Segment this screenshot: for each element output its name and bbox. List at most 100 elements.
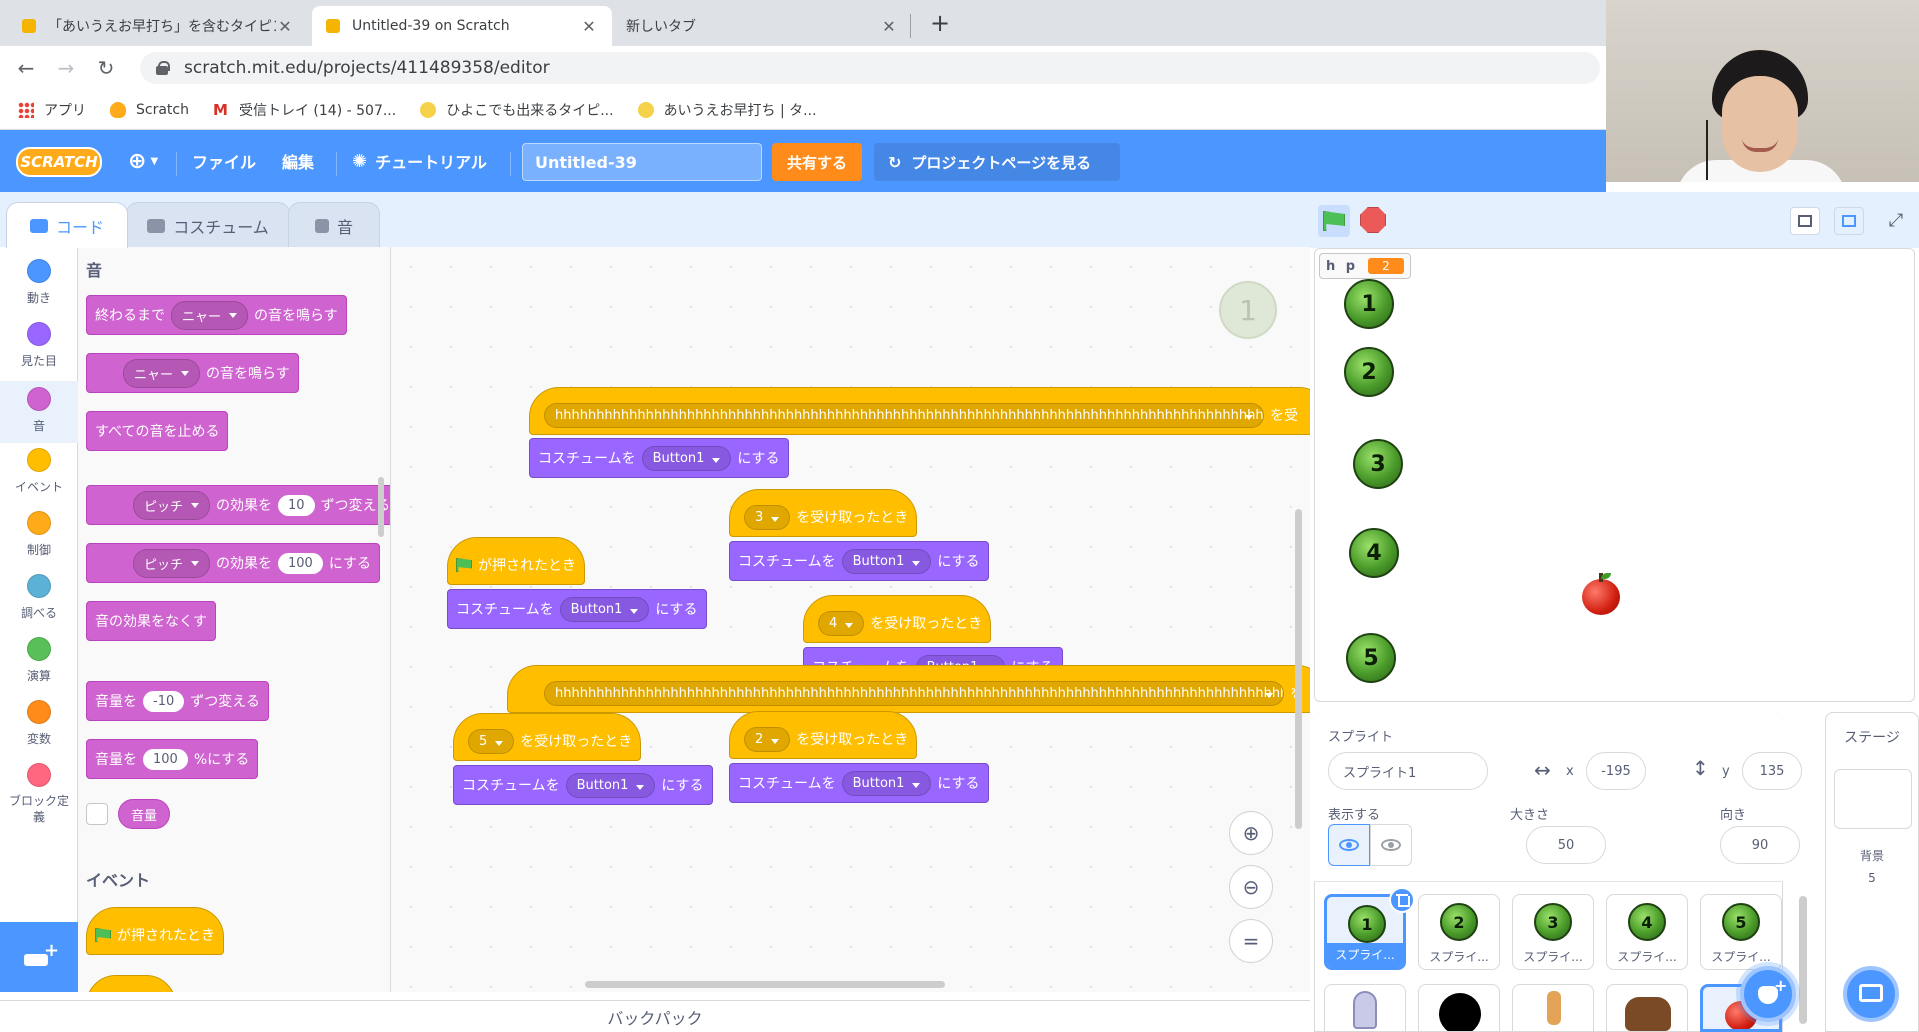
stage-canvas[interactable]: h p 2 1 2 3 4 5 xyxy=(1314,248,1915,702)
add-extension-button[interactable] xyxy=(0,922,78,992)
sprite-thumb-4[interactable]: 4 スプライ... xyxy=(1606,894,1688,970)
block-when-flag-clicked[interactable]: が押されたとき xyxy=(86,907,224,955)
url-field[interactable]: scratch.mit.edu/projects/411489358/edito… xyxy=(140,52,1600,84)
block-set-volume[interactable]: 音量を 100 %にする xyxy=(86,739,259,779)
script-when-receive-long-1[interactable]: hhhhhhhhhhhhhhhhhhhhhhhhhhhhhhhhhhhhhhhh… xyxy=(529,387,1310,435)
bookmark-gmail[interactable]: M 受信トレイ (14) - 507... xyxy=(213,100,396,120)
backdrop-thumbnail[interactable] xyxy=(1834,769,1912,829)
see-project-page-button[interactable]: ↻ プロジェクトページを見る xyxy=(874,143,1120,181)
category-my-blocks[interactable]: ブロック定義 xyxy=(0,759,78,839)
sprite-thumb-3[interactable]: 3 スプライ... xyxy=(1512,894,1594,970)
script-switch-costume-1[interactable]: コスチュームを Button1 にする xyxy=(529,438,789,478)
costume-dropdown[interactable]: Button1 xyxy=(641,445,732,471)
costume-dropdown[interactable]: Button1 xyxy=(841,770,932,796)
number-input[interactable]: 100 xyxy=(278,552,323,574)
costume-dropdown[interactable]: Button1 xyxy=(841,548,932,574)
forward-icon[interactable]: → xyxy=(57,56,75,80)
browser-tab-scratch[interactable]: Untitled-39 on Scratch ✕ xyxy=(312,6,612,46)
number-input[interactable]: 100 xyxy=(143,748,188,770)
block-start-sound[interactable]: ニャー の音を鳴らす xyxy=(86,353,299,393)
reload-icon[interactable]: ↻ xyxy=(97,56,115,80)
sprite-thumb-bear[interactable] xyxy=(1606,984,1688,1032)
script-switch-costume-3[interactable]: コスチュームを Button1 にする xyxy=(729,541,989,581)
tab-code[interactable]: コード xyxy=(6,202,128,248)
zoom-out-button[interactable]: ⊖ xyxy=(1229,865,1273,909)
sprite-list-scrollbar[interactable] xyxy=(1799,896,1807,1024)
stage-sprite-apple[interactable] xyxy=(1582,573,1620,615)
message-dropdown[interactable]: 3 xyxy=(744,504,791,530)
backpack-bar[interactable]: バックパック xyxy=(0,1000,1310,1032)
small-stage-button[interactable] xyxy=(1790,207,1820,235)
sprite-name-input[interactable]: スプライト1 xyxy=(1328,752,1488,790)
block-change-sound-effect[interactable]: ピッチ の効果を 10 ずつ変える xyxy=(86,485,390,525)
bookmark-scratch[interactable]: Scratch xyxy=(110,101,189,118)
browser-tab-typing[interactable]: 「あいうえお早打ち」を含むタイピング ✕ xyxy=(8,6,308,46)
category-control[interactable]: 制御 xyxy=(0,507,78,567)
script-switch-costume-5[interactable]: コスチュームを Button1 にする xyxy=(453,765,713,805)
y-input[interactable]: 135 xyxy=(1742,752,1802,790)
sprite-thumb-rabbit[interactable] xyxy=(1512,984,1594,1032)
new-tab-button[interactable]: + xyxy=(929,9,951,37)
sound-dropdown[interactable]: ニャー xyxy=(171,300,249,330)
size-input[interactable]: 50 xyxy=(1526,826,1606,864)
direction-input[interactable]: 90 xyxy=(1720,826,1800,864)
palette-scrollbar[interactable] xyxy=(378,477,384,537)
block-stop-all-sounds[interactable]: すべての音を止める xyxy=(86,411,229,451)
share-button[interactable]: 共有する xyxy=(772,143,862,181)
add-sprite-button[interactable]: + xyxy=(1740,966,1796,1022)
script-when-flag-clicked[interactable]: が押されたとき xyxy=(447,537,585,585)
add-backdrop-button[interactable] xyxy=(1843,966,1899,1022)
script-when-receive-long-2[interactable]: hhhhhhhhhhhhhhhhhhhhhhhhhhhhhhhhhhhhhhhh… xyxy=(507,665,1310,713)
script-when-receive-4[interactable]: 4 を受け取ったとき xyxy=(803,595,992,643)
bookmark-hiyoko[interactable]: ひよこでも出来るタイピ... xyxy=(420,100,614,120)
scratch-logo[interactable]: SCRATCH xyxy=(16,147,102,177)
script-switch-costume-flag[interactable]: コスチュームを Button1 にする xyxy=(447,589,707,629)
sprite-thumb-rocket[interactable] xyxy=(1324,984,1406,1032)
stage-sprite-ball[interactable]: 1 xyxy=(1344,279,1394,329)
show-sprite-button[interactable] xyxy=(1328,824,1370,866)
category-motion[interactable]: 動き xyxy=(0,255,78,315)
message-dropdown[interactable]: 2 xyxy=(744,726,791,752)
sprite-thumb-2[interactable]: 2 スプライ... xyxy=(1418,894,1500,970)
message-dropdown[interactable]: hhhhhhhhhhhhhhhhhhhhhhhhhhhhhhhhhhhhhhhh… xyxy=(544,680,1284,706)
fullscreen-button[interactable]: ⤢ xyxy=(1882,207,1910,235)
workspace-horizontal-scrollbar[interactable] xyxy=(585,981,945,988)
tutorial-button[interactable]: ✺ チュートリアル xyxy=(352,149,487,173)
category-looks[interactable]: 見た目 xyxy=(0,318,78,378)
costume-dropdown[interactable]: Button1 xyxy=(565,772,656,798)
tab-sound[interactable]: 音 xyxy=(288,202,380,248)
sprite-thumb-5[interactable]: 5 スプライ... xyxy=(1700,894,1782,970)
large-stage-button[interactable] xyxy=(1834,207,1864,235)
back-icon[interactable]: ← xyxy=(17,56,35,80)
zoom-reset-button[interactable]: = xyxy=(1229,919,1273,963)
stage-sprite-ball[interactable]: 4 xyxy=(1349,528,1399,578)
number-input[interactable]: 10 xyxy=(278,494,315,516)
edit-menu[interactable]: 編集 xyxy=(282,153,315,172)
message-dropdown[interactable]: hhhhhhhhhhhhhhhhhhhhhhhhhhhhhhhhhhhhhhhh… xyxy=(544,402,1264,428)
hide-sprite-button[interactable] xyxy=(1370,824,1412,866)
block-change-volume[interactable]: 音量を -10 ずつ変える xyxy=(86,681,269,721)
script-switch-costume-2[interactable]: コスチュームを Button1 にする xyxy=(729,763,989,803)
script-when-receive-2[interactable]: 2 を受け取ったとき xyxy=(729,711,918,759)
tab-close-icon[interactable]: ✕ xyxy=(582,16,596,36)
category-sound[interactable]: 音 xyxy=(0,381,78,443)
volume-monitor-checkbox[interactable] xyxy=(86,803,108,825)
category-sensing[interactable]: 調べる xyxy=(0,570,78,630)
script-workspace[interactable]: 1 hhhhhhhhhhhhhhhhhhhhhhhhhhhhhhhhhhhhhh… xyxy=(391,247,1310,992)
browser-tab-newtab[interactable]: 新しいタブ ✕ xyxy=(612,6,912,46)
block-volume-reporter[interactable]: 音量 xyxy=(118,799,171,829)
sound-dropdown[interactable]: ニャー xyxy=(123,358,201,388)
tab-costume[interactable]: コスチューム xyxy=(126,202,290,248)
block-set-sound-effect[interactable]: ピッチ の効果を 100 にする xyxy=(86,543,380,583)
category-operators[interactable]: 演算 xyxy=(0,633,78,693)
block-event-partial[interactable] xyxy=(86,975,176,992)
effect-dropdown[interactable]: ピッチ xyxy=(133,490,211,520)
language-menu[interactable]: ⊕ ▼ xyxy=(128,149,158,174)
stage-sprite-ball[interactable]: 3 xyxy=(1353,439,1403,489)
zoom-in-button[interactable]: ⊕ xyxy=(1229,811,1273,855)
stage-sprite-ball[interactable]: 5 xyxy=(1346,633,1396,683)
workspace-vertical-scrollbar[interactable] xyxy=(1295,509,1302,829)
file-menu[interactable]: ファイル xyxy=(192,153,257,172)
stop-button[interactable] xyxy=(1360,207,1386,233)
tab-close-icon[interactable]: ✕ xyxy=(278,16,292,36)
